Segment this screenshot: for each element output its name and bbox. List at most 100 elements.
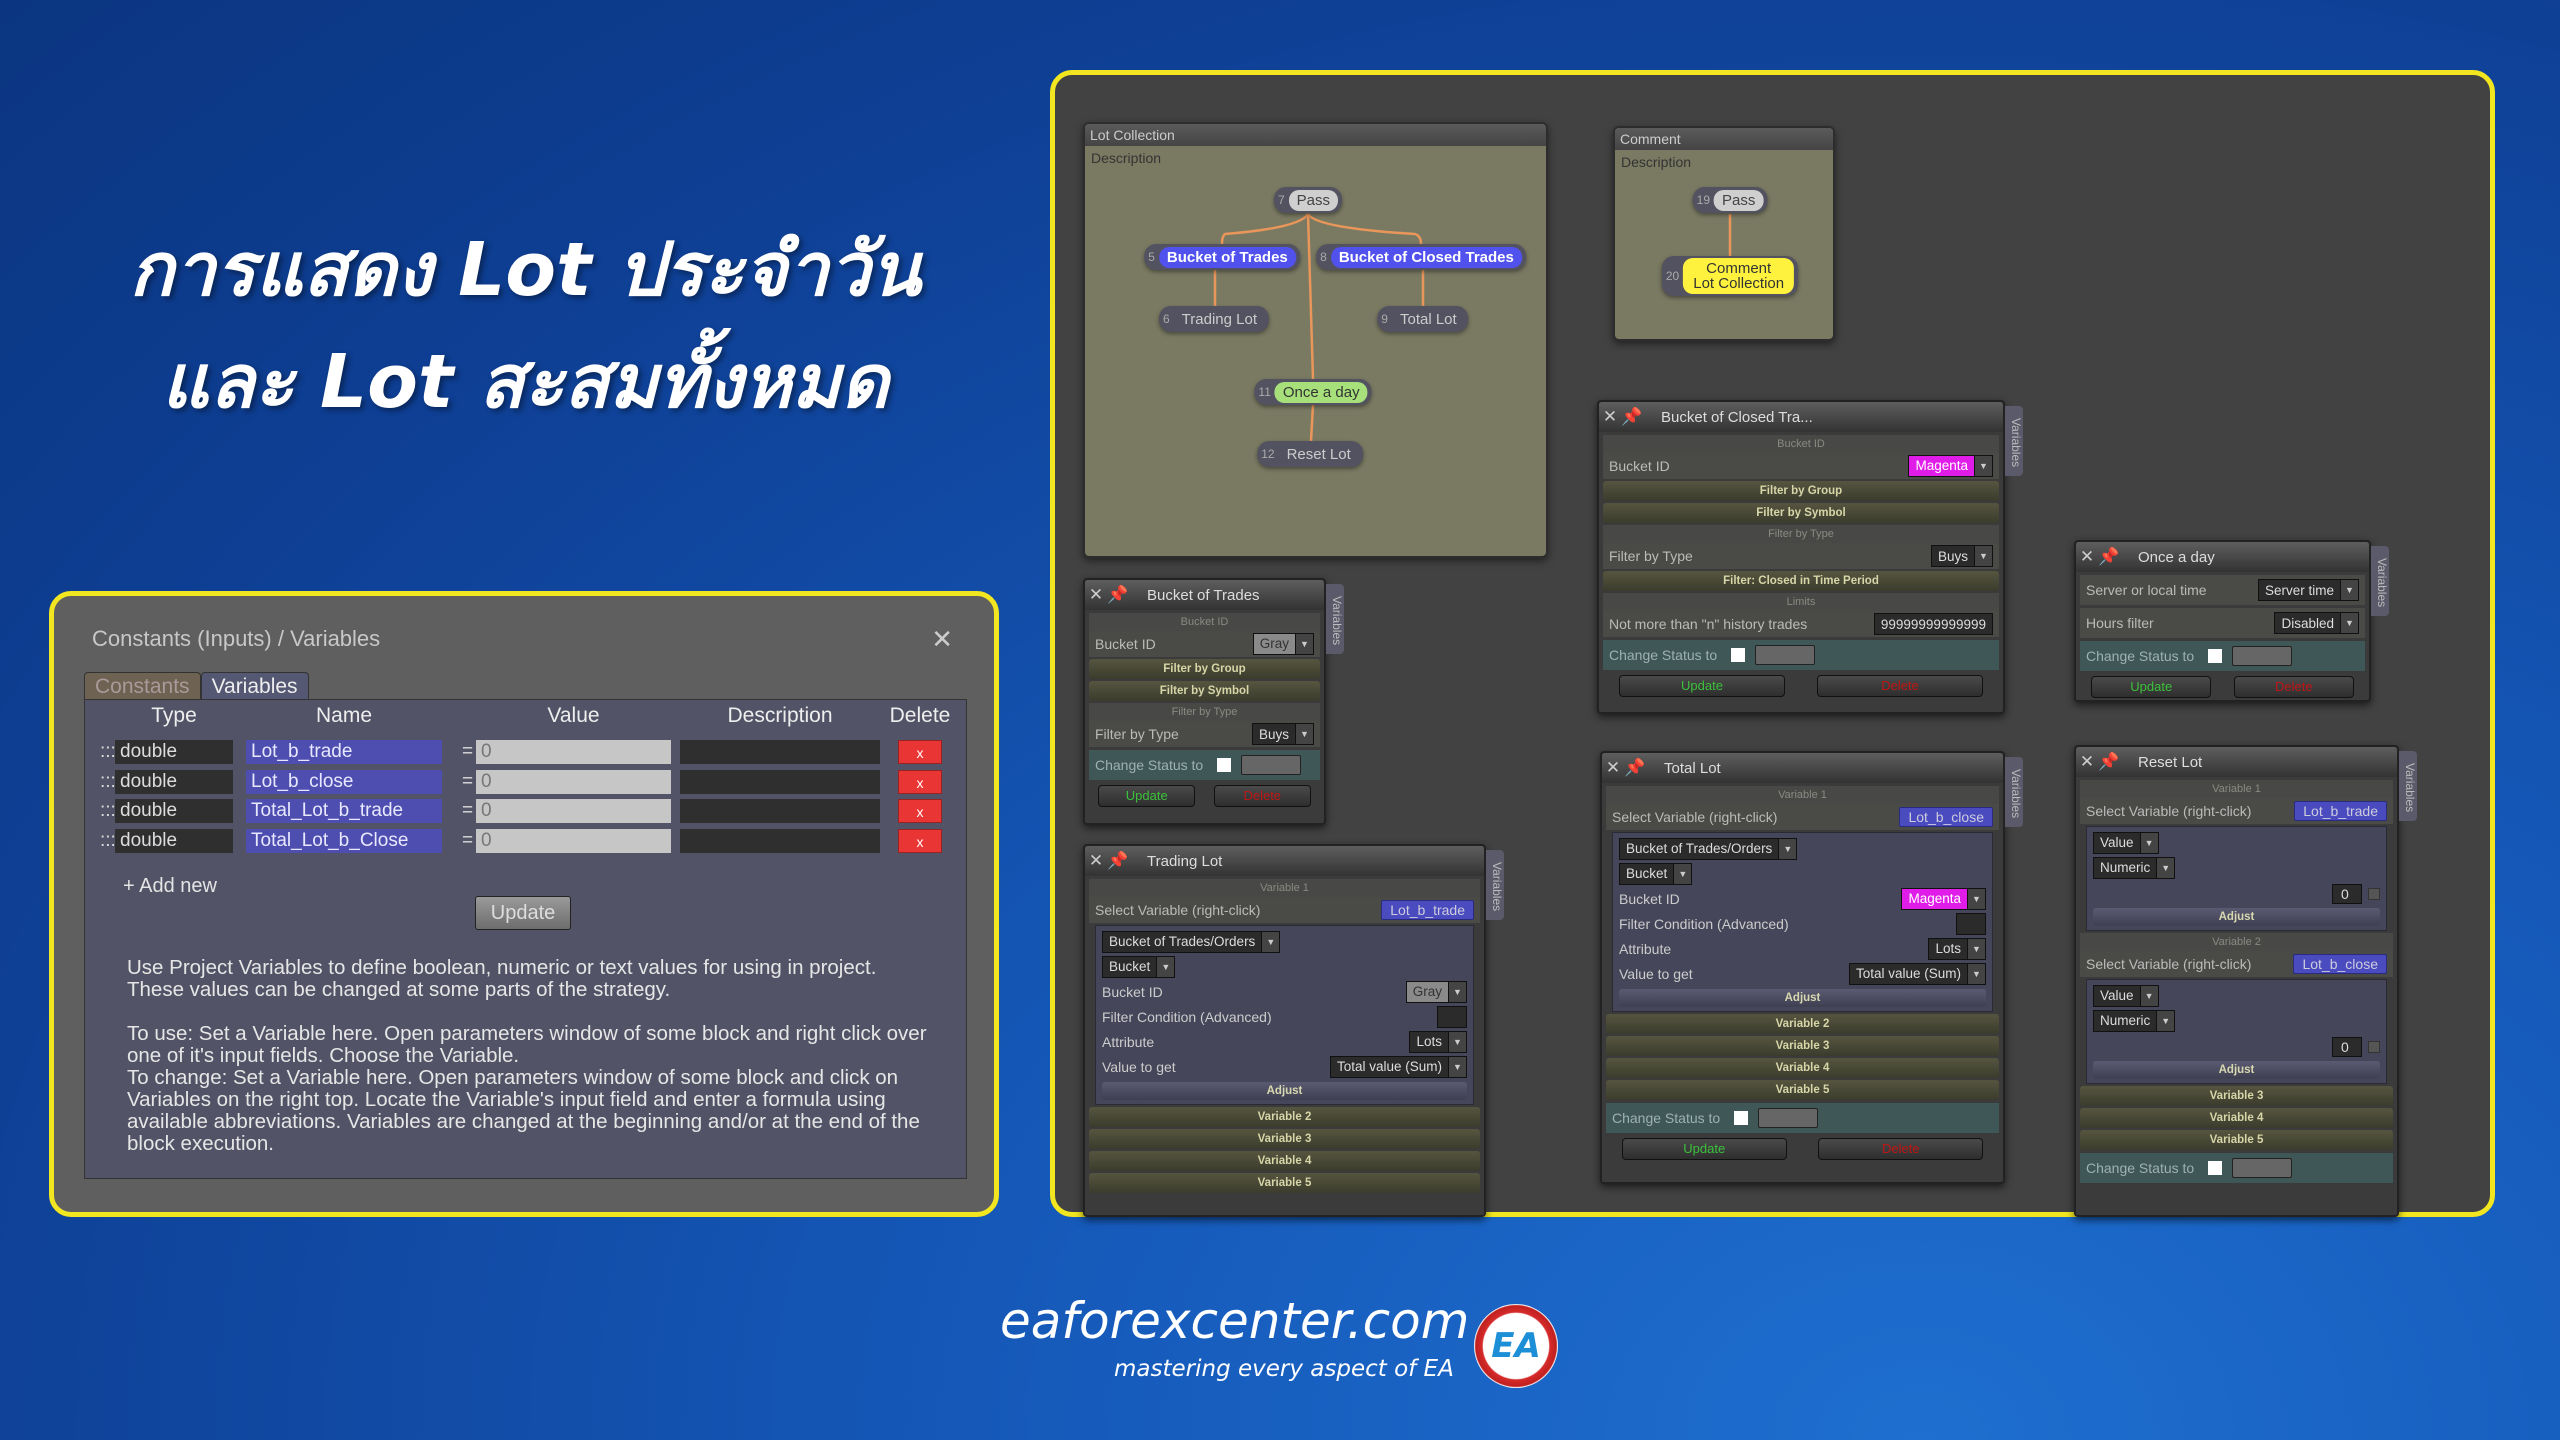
attribute-select[interactable]: Lots▼ bbox=[1409, 1030, 1467, 1053]
update-button[interactable]: Update bbox=[475, 896, 571, 930]
filter-by-group-section[interactable]: Filter by Group bbox=[1603, 481, 1999, 501]
close-icon[interactable]: ✕ bbox=[1605, 758, 1621, 777]
section-header[interactable]: Filter by Type bbox=[1089, 703, 1320, 721]
change-status-checkbox[interactable] bbox=[1217, 758, 1232, 772]
delete-button[interactable]: x bbox=[898, 799, 942, 823]
variable-pill[interactable]: Lot_b_close bbox=[1899, 807, 1993, 827]
bucket-id-select[interactable]: Gray▼ bbox=[1405, 980, 1467, 1003]
pin-icon[interactable]: 📌 bbox=[1624, 758, 1646, 777]
variable-section[interactable]: Variable 4 bbox=[1089, 1151, 1480, 1171]
drag-handle-icon[interactable]: ::: bbox=[100, 741, 116, 762]
variable-section[interactable]: Variable 4 bbox=[2080, 1108, 2393, 1128]
status-input[interactable] bbox=[1758, 1108, 1819, 1128]
variable-section[interactable]: Variable 5 bbox=[1606, 1080, 1999, 1100]
section-header[interactable]: Limits bbox=[1603, 593, 1999, 611]
type-field[interactable]: double bbox=[115, 740, 233, 764]
pin-icon[interactable]: 📌 bbox=[1107, 851, 1129, 870]
filter-by-group-section[interactable]: Filter by Group bbox=[1089, 659, 1320, 679]
drag-handle-icon[interactable]: ::: bbox=[100, 829, 116, 851]
description-field[interactable] bbox=[680, 828, 880, 853]
bucket-id-select[interactable]: Magenta▼ bbox=[1908, 455, 1993, 477]
value-type-select[interactable]: Value▼ bbox=[2093, 984, 2159, 1007]
value-field[interactable]: 0 bbox=[476, 828, 671, 853]
numeric-select[interactable]: Numeric▼ bbox=[2093, 856, 2176, 879]
bucket-id-select[interactable]: Magenta▼ bbox=[1901, 887, 1986, 910]
hours-filter-select[interactable]: Disabled▼ bbox=[2274, 612, 2359, 634]
numeric-select[interactable]: Numeric▼ bbox=[2093, 1009, 2176, 1032]
description-field[interactable] bbox=[680, 740, 880, 764]
pin-icon[interactable]: 📌 bbox=[1621, 407, 1643, 426]
adjust-button[interactable]: Adjust bbox=[2093, 908, 2380, 926]
variables-tab[interactable]: Variables bbox=[2371, 546, 2389, 616]
delete-button[interactable]: Delete bbox=[1213, 785, 1311, 807]
variable-section[interactable]: Variable 2 bbox=[1089, 1107, 1480, 1127]
description-field[interactable] bbox=[680, 799, 880, 823]
delete-button[interactable]: Delete bbox=[1818, 1138, 1984, 1160]
update-button[interactable]: Update bbox=[1098, 785, 1196, 807]
tab-variables[interactable]: Variables bbox=[200, 672, 309, 701]
numeric-value-input[interactable]: 0 bbox=[2332, 884, 2362, 904]
bucket-select[interactable]: Bucket▼ bbox=[1102, 955, 1176, 978]
drag-handle-icon[interactable]: ::: bbox=[100, 800, 116, 821]
section-header[interactable]: Variable 1 bbox=[1089, 879, 1480, 897]
section-header[interactable]: Bucket ID bbox=[1603, 435, 1999, 453]
variable-section[interactable]: Variable 5 bbox=[1089, 1173, 1480, 1193]
update-button[interactable]: Update bbox=[1621, 1138, 1787, 1160]
variable-section[interactable]: Variable 4 bbox=[1606, 1058, 1999, 1078]
add-new-link[interactable]: + Add new bbox=[123, 875, 217, 897]
value-field[interactable]: 0 bbox=[476, 769, 671, 794]
close-icon[interactable]: ✕ bbox=[931, 624, 953, 654]
type-field[interactable]: double bbox=[115, 799, 233, 823]
update-button[interactable]: Update bbox=[2091, 676, 2212, 698]
adjust-button[interactable]: Adjust bbox=[1102, 1082, 1467, 1100]
variable-section[interactable]: Variable 2 bbox=[1606, 1014, 1999, 1034]
delete-button[interactable]: x bbox=[898, 769, 942, 794]
pin-icon[interactable]: 📌 bbox=[1107, 585, 1129, 604]
delete-button[interactable]: x bbox=[898, 740, 942, 764]
change-status-checkbox[interactable] bbox=[2208, 649, 2223, 663]
type-field[interactable]: double bbox=[115, 828, 233, 853]
section-header[interactable]: Filter by Type bbox=[1603, 525, 1999, 543]
value-to-get-select[interactable]: Total value (Sum)▼ bbox=[1848, 962, 1986, 985]
description-field[interactable] bbox=[680, 769, 880, 794]
section-header[interactable]: Variable 1 bbox=[2080, 780, 2393, 798]
time-source-select[interactable]: Server time▼ bbox=[2257, 579, 2359, 601]
name-field[interactable]: Lot_b_trade bbox=[246, 740, 442, 764]
status-input[interactable] bbox=[2232, 1158, 2293, 1178]
filter-condition-input[interactable] bbox=[1956, 912, 1986, 935]
section-header[interactable]: Variable 1 bbox=[1606, 786, 1999, 804]
name-field[interactable]: Total_Lot_b_trade bbox=[246, 799, 442, 823]
close-icon[interactable]: ✕ bbox=[1088, 851, 1104, 870]
variables-tab[interactable]: Variables bbox=[1486, 850, 1504, 920]
close-icon[interactable]: ✕ bbox=[1088, 585, 1104, 604]
bucket-id-select[interactable]: Gray▼ bbox=[1252, 633, 1314, 655]
close-icon[interactable]: ✕ bbox=[2079, 547, 2095, 566]
value-field[interactable]: 0 bbox=[476, 740, 671, 764]
delete-button[interactable]: Delete bbox=[2233, 676, 2354, 698]
value-type-select[interactable]: Value▼ bbox=[2093, 831, 2159, 854]
variable-pill[interactable]: Lot_b_close bbox=[2293, 954, 2387, 974]
numeric-value-input[interactable]: 0 bbox=[2332, 1037, 2362, 1057]
delete-button[interactable]: x bbox=[898, 828, 942, 853]
change-status-checkbox[interactable] bbox=[1734, 1111, 1749, 1125]
drag-handle-icon[interactable]: ::: bbox=[100, 770, 116, 792]
close-icon[interactable]: ✕ bbox=[1602, 407, 1618, 426]
tab-constants[interactable]: Constants bbox=[84, 672, 201, 701]
variable-section[interactable]: Variable 3 bbox=[1089, 1129, 1480, 1149]
value-to-get-select[interactable]: Total value (Sum)▼ bbox=[1329, 1055, 1467, 1078]
status-input[interactable] bbox=[1755, 645, 1816, 665]
variable-section[interactable]: Variable 5 bbox=[2080, 1130, 2393, 1150]
adjust-button[interactable]: Adjust bbox=[1619, 989, 1986, 1007]
update-button[interactable]: Update bbox=[1618, 675, 1786, 697]
variable-pill[interactable]: Lot_b_trade bbox=[1381, 900, 1474, 920]
section-header[interactable]: Variable 2 bbox=[2080, 933, 2393, 951]
filter-by-symbol-section[interactable]: Filter by Symbol bbox=[1089, 681, 1320, 701]
pin-icon[interactable]: 📌 bbox=[2098, 547, 2120, 566]
